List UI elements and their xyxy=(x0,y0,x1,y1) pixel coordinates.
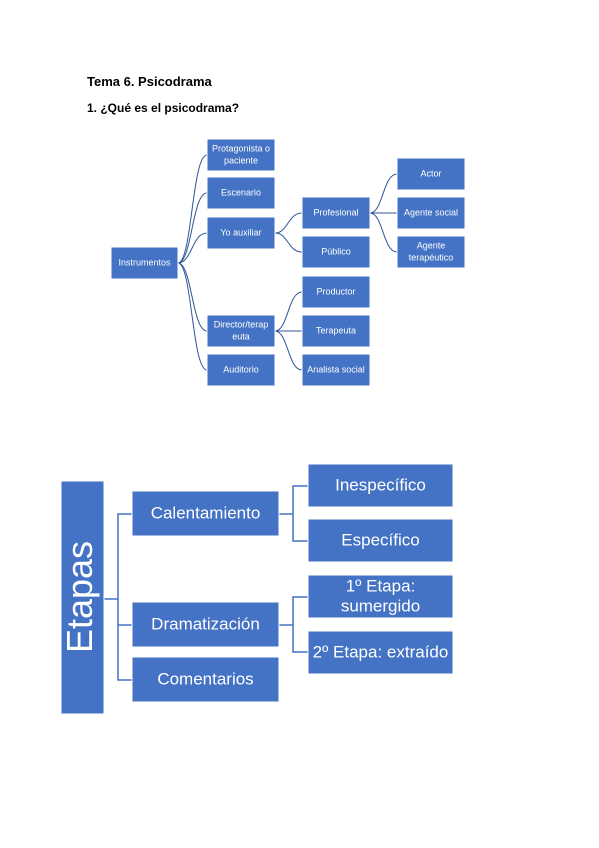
node-label: Agente social xyxy=(404,207,458,217)
node-label: paciente xyxy=(224,155,258,165)
node-label: 1º Etapa: xyxy=(346,576,416,595)
node-analista-social: Analista social xyxy=(301,353,371,387)
node-label: Público xyxy=(321,246,351,256)
node-label: terapéutico xyxy=(409,252,454,262)
node-label: Terapeuta xyxy=(316,325,356,335)
instrumentos-diagram: Instrumentos Protagonista o paciente Esc… xyxy=(110,138,466,387)
node-profesional: Profesional xyxy=(301,196,371,230)
node-inespecifico: Inespecífico xyxy=(307,463,454,508)
node-label: Etapas xyxy=(59,541,100,653)
node-etapas: Etapas xyxy=(59,480,105,715)
node-label: Auditorio xyxy=(223,364,259,374)
node-label: Agente xyxy=(417,240,446,250)
node-etapa-2: 2º Etapa: extraído xyxy=(307,630,454,675)
node-label: Instrumentos xyxy=(118,257,171,267)
node-terapeuta: Terapeuta xyxy=(301,314,371,348)
node-agente-social: Agente social xyxy=(396,196,466,230)
node-especifico: Específico xyxy=(307,518,454,563)
node-label: Protagonista o xyxy=(212,143,270,153)
etapas-brackets xyxy=(104,485,308,681)
page-title: Tema 6. Psicodrama xyxy=(87,74,212,89)
node-escenario: Escenario xyxy=(206,176,276,210)
node-publico: Público xyxy=(301,235,371,269)
node-label: Comentarios xyxy=(157,669,253,688)
node-label: Analista social xyxy=(307,364,365,374)
node-auditorio: Auditorio xyxy=(206,353,276,387)
section-heading: 1. ¿Qué es el psicodrama? xyxy=(87,101,240,115)
node-etapa-1: 1º Etapa: sumergido xyxy=(307,574,454,619)
instrumentos-links xyxy=(177,154,398,371)
node-instrumentos: Instrumentos xyxy=(110,246,179,280)
node-label: Productor xyxy=(316,286,355,296)
node-label: euta xyxy=(232,331,250,341)
node-calentamiento: Calentamiento xyxy=(131,490,280,537)
node-productor: Productor xyxy=(301,275,371,309)
node-label: Director/terap xyxy=(214,319,269,329)
node-label: Yo auxiliar xyxy=(220,227,261,237)
node-label: Actor xyxy=(420,168,441,178)
node-label: Inespecífico xyxy=(335,475,426,494)
node-director-terapeuta: Director/terap euta xyxy=(206,314,276,348)
node-label: Específico xyxy=(341,530,419,549)
node-label: 2º Etapa: extraído xyxy=(313,642,449,661)
node-comentarios: Comentarios xyxy=(131,656,280,703)
node-label: sumergido xyxy=(341,596,420,615)
node-label: Dramatización xyxy=(151,614,260,633)
node-yo-auxiliar: Yo auxiliar xyxy=(206,216,276,250)
node-agente-terapeutico: Agente terapéutico xyxy=(396,235,466,269)
node-label: Escenario xyxy=(221,187,261,197)
node-actor: Actor xyxy=(396,157,466,191)
node-dramatizacion: Dramatización xyxy=(131,601,280,648)
node-label: Profesional xyxy=(313,207,358,217)
node-label: Calentamiento xyxy=(151,503,261,522)
node-protagonista: Protagonista o paciente xyxy=(206,138,276,172)
